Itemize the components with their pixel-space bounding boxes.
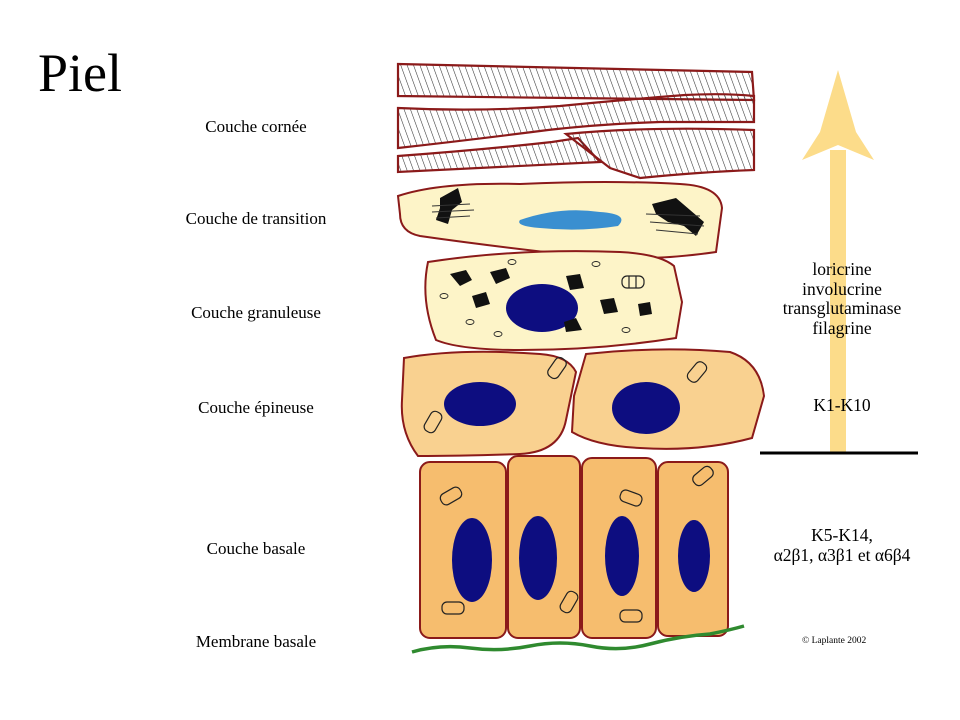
marker-filagrine: filagrine — [812, 317, 872, 338]
basal-layer — [419, 455, 729, 639]
basement-membrane-line — [411, 624, 745, 654]
basal-markers: K5-K14, α2β1, α3β1 et α6β4 — [752, 525, 932, 565]
marker-loricrine: loricrine — [812, 259, 872, 279]
basal-keratins: K5-K14, — [811, 525, 873, 545]
label-stratum-corneum: Couche cornée — [205, 117, 307, 136]
transition-cell — [396, 181, 724, 260]
differentiation-markers: loricrine involucrine transglutaminase f… — [752, 259, 932, 338]
marker-transglutaminase: transglutaminase — [782, 298, 902, 318]
label-granular-layer: Couche granuleuse — [191, 303, 321, 322]
label-basal-layer: Couche basale — [206, 539, 306, 558]
basal-integrins: α2β1, α3β1 et α6β4 — [773, 544, 911, 565]
label-spinous-layer: Couche épineuse — [198, 398, 314, 417]
copyright-notice: © Laplante 2002 — [802, 636, 867, 646]
spinous-layer — [400, 348, 766, 458]
label-transition-layer: Couche de transition — [185, 209, 327, 228]
label-basement-membrane: Membrane basale — [195, 632, 317, 651]
differentiation-arrow — [802, 70, 874, 452]
stratum-corneum — [396, 62, 756, 180]
slide-title: Piel — [38, 43, 123, 103]
spinous-keratins: K1-K10 — [813, 395, 871, 415]
granular-cell — [424, 250, 684, 352]
marker-involucrine: involucrine — [802, 278, 882, 299]
